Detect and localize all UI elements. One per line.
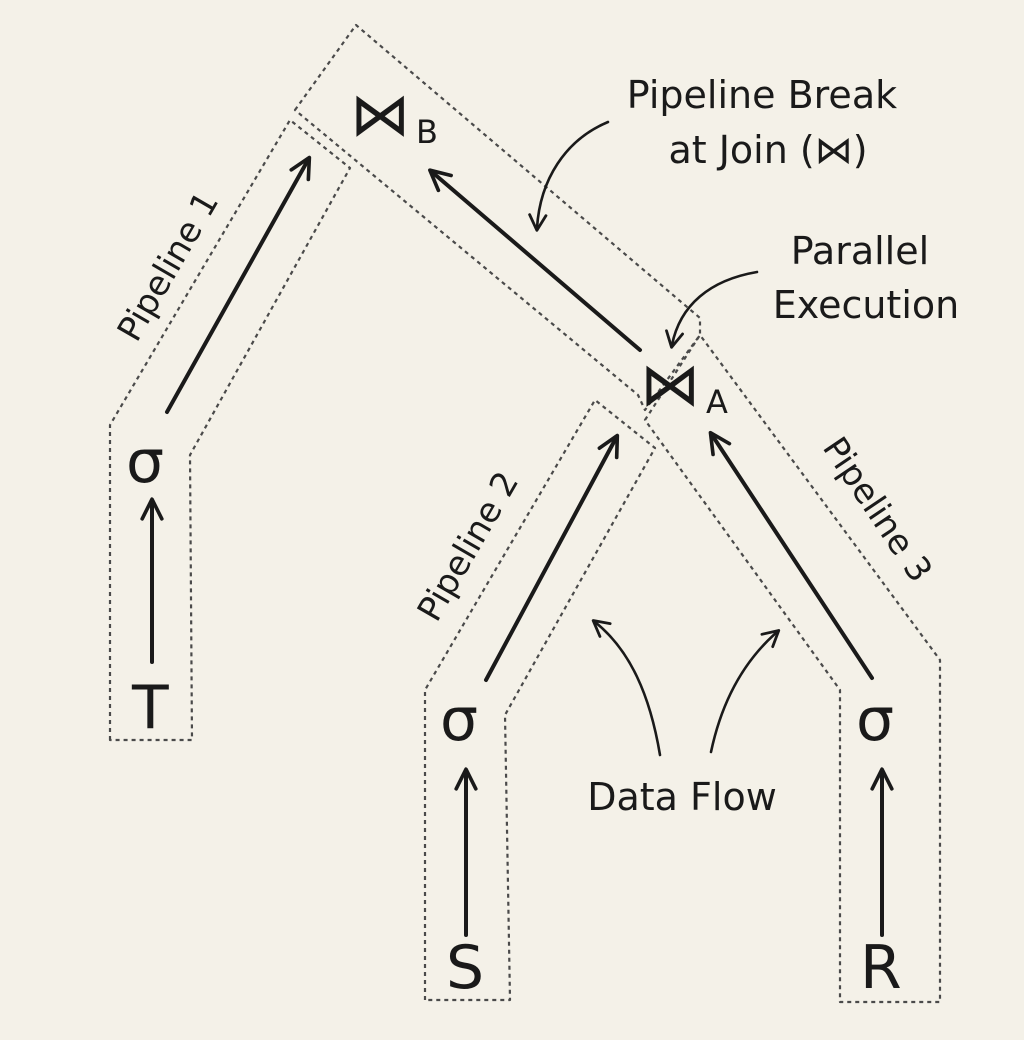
pipeline-1-label: Pipeline 1 bbox=[110, 185, 227, 348]
pipeline-3-label: Pipeline 3 bbox=[814, 430, 940, 590]
flow-arrow-join-a-to-join-b bbox=[428, 168, 642, 352]
flow-arrow-sigma-to-join-a-left bbox=[484, 433, 620, 682]
flow-arrow-sigma-to-join-a-right bbox=[708, 430, 874, 680]
flow-arrow-sigma-to-join-b bbox=[165, 155, 312, 414]
pipeline-3-region bbox=[643, 333, 942, 1004]
parallel-execution-annotation: Parallel Execution bbox=[773, 229, 959, 327]
parallel-execution-pointer bbox=[665, 270, 759, 349]
join-b-symbol: ⋈ bbox=[350, 80, 410, 150]
pipeline-2-region bbox=[423, 398, 657, 1002]
join-a-symbol: ⋈ bbox=[640, 350, 700, 420]
pipeline-2-label: Pipeline 2 bbox=[410, 465, 527, 628]
table-r-node: R bbox=[860, 933, 902, 1003]
data-flow-annotation: Data Flow bbox=[587, 775, 777, 819]
join-band-region bbox=[293, 23, 702, 412]
select-s-node: σ bbox=[440, 685, 478, 755]
select-t-node: σ bbox=[126, 427, 164, 497]
pipeline-1-region bbox=[108, 118, 352, 742]
pipeline-break-pointer bbox=[528, 120, 610, 232]
pipeline-break-annotation: Pipeline Break at Join (⋈) bbox=[627, 73, 909, 172]
join-b-node: ⋈ B bbox=[350, 80, 438, 151]
join-a-subscript: A bbox=[706, 383, 728, 421]
data-flow-pointer-left bbox=[591, 619, 662, 757]
data-flow-pointer-right bbox=[709, 629, 781, 754]
join-b-subscript: B bbox=[416, 113, 438, 151]
join-a-node: ⋈ A bbox=[640, 350, 728, 421]
select-r-node: σ bbox=[856, 685, 894, 755]
table-t-node: T bbox=[131, 673, 169, 743]
table-s-node: S bbox=[446, 933, 484, 1003]
